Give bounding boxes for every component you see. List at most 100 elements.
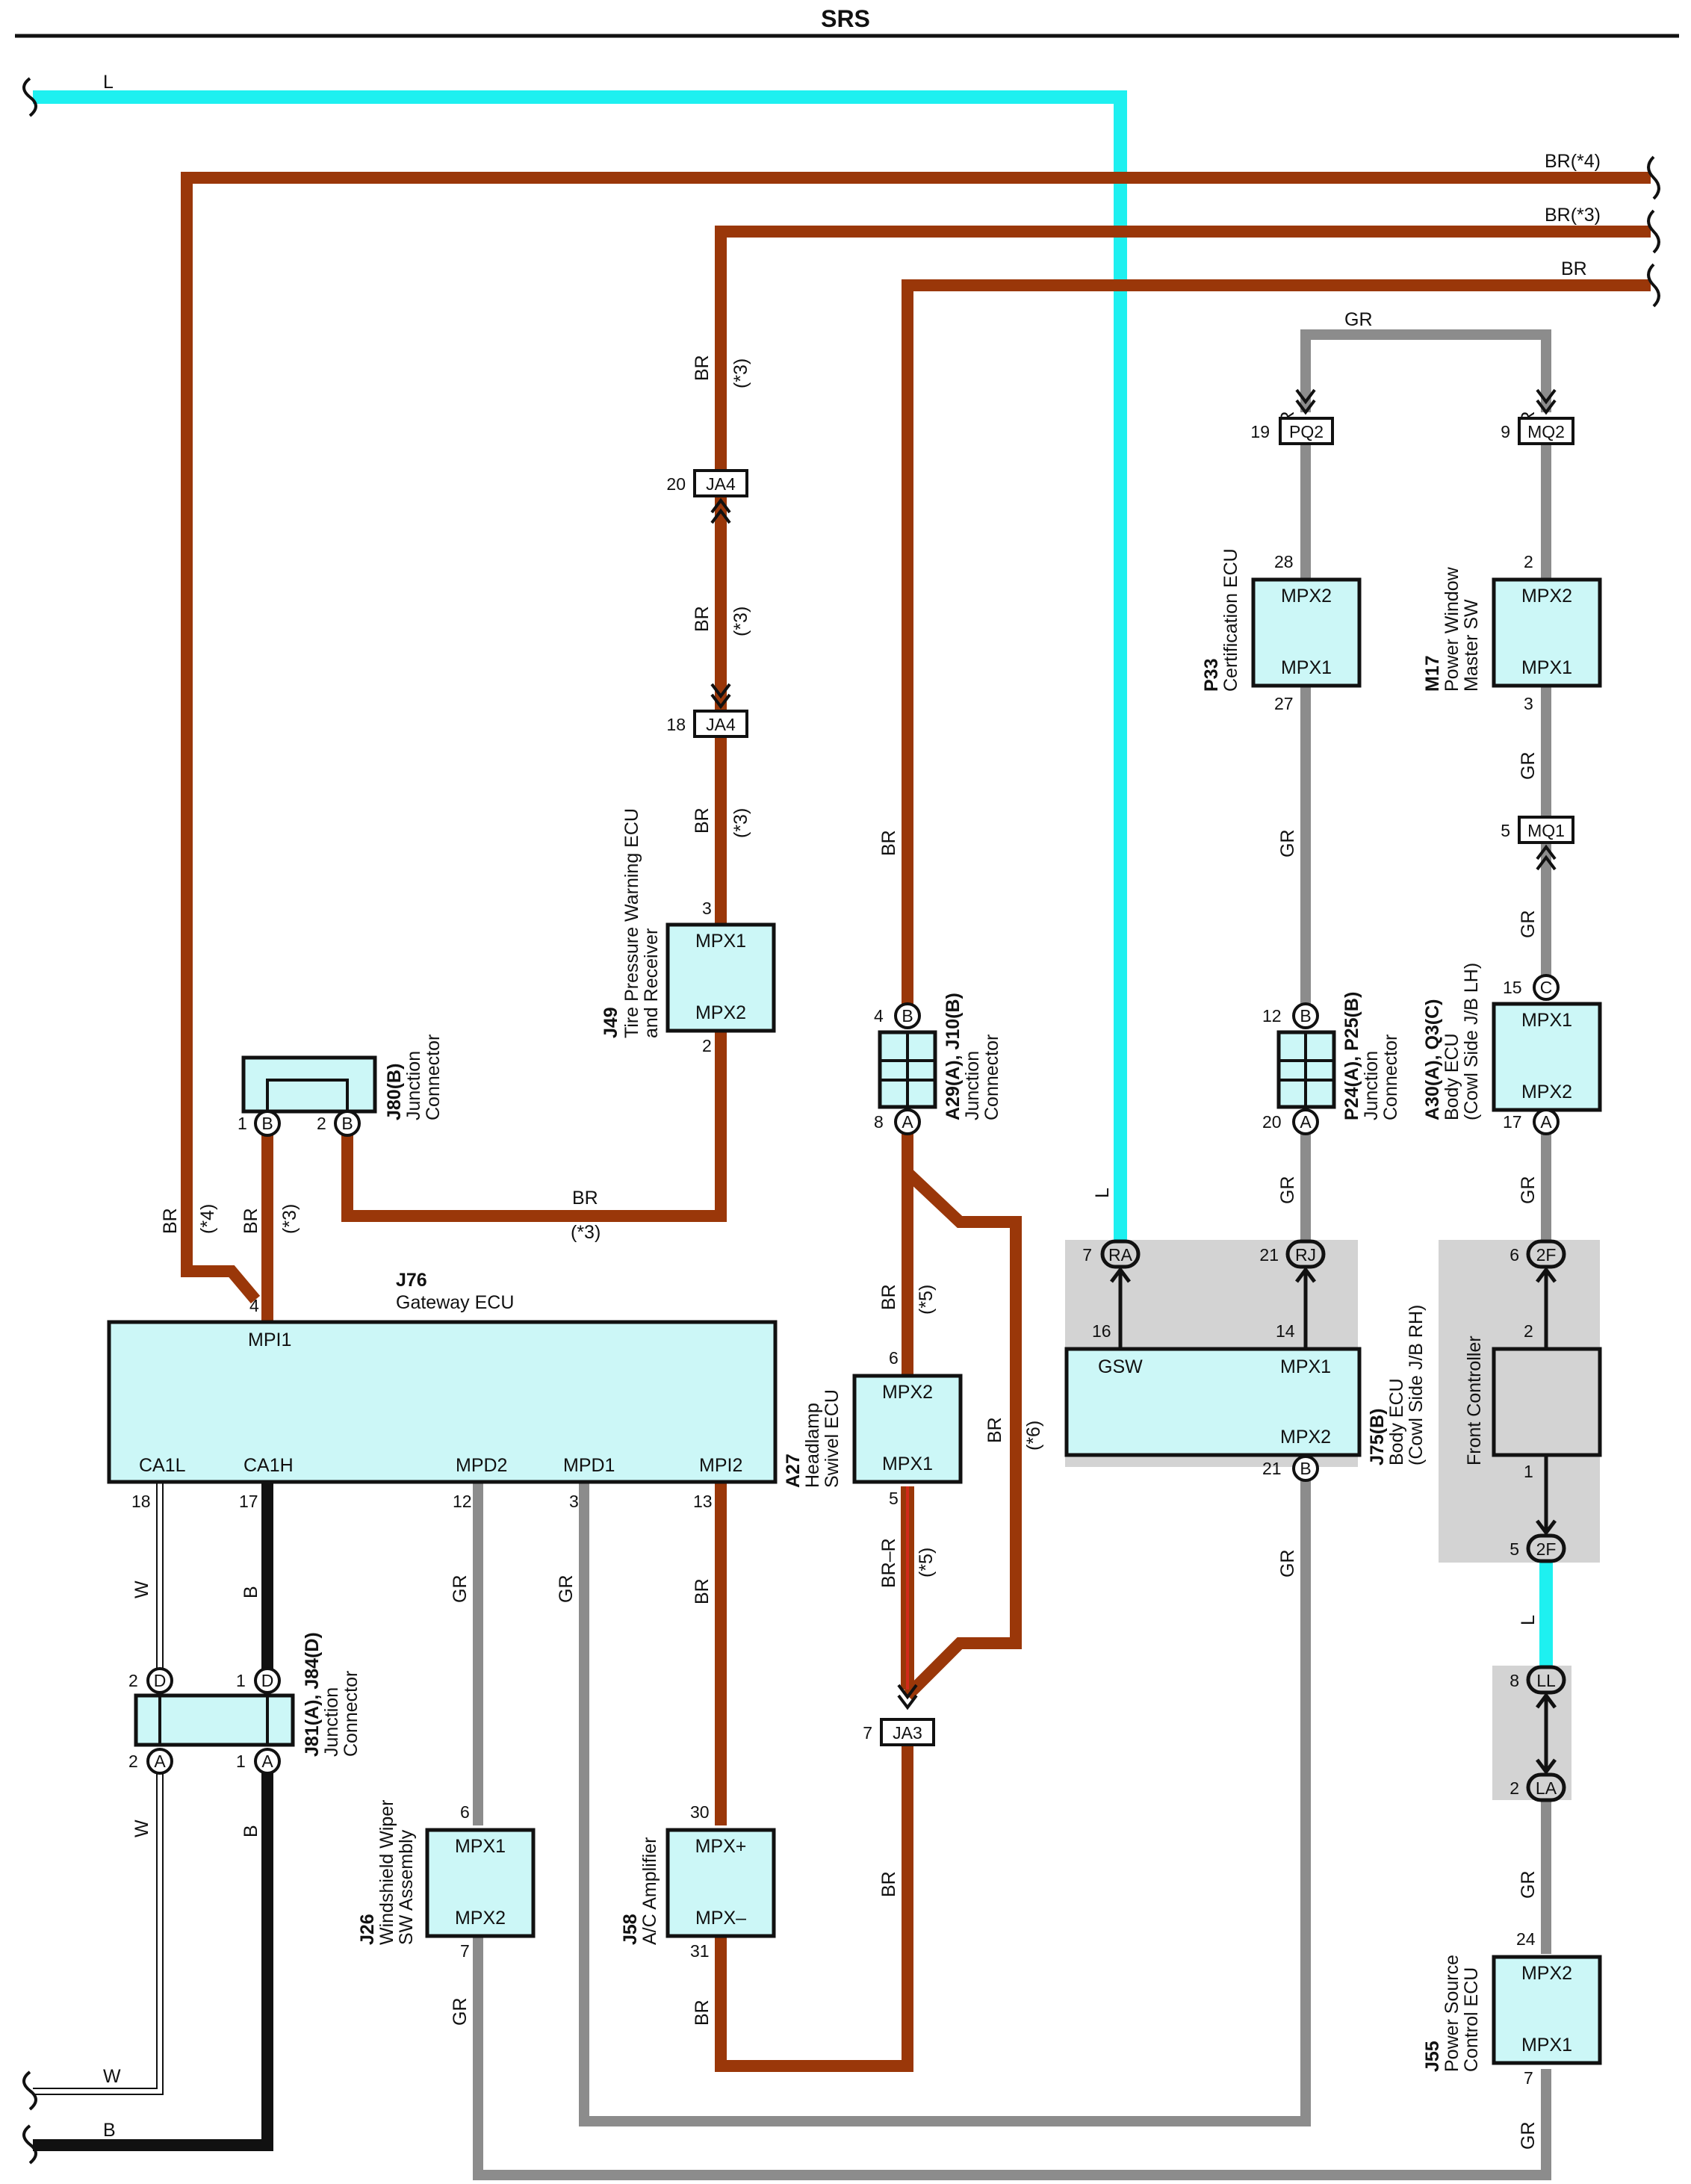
pin-15-a30: 15 xyxy=(1503,978,1522,997)
break-br-right xyxy=(1647,263,1660,308)
ac-amp-name: A/C Amplifier xyxy=(639,1837,660,1945)
connector-mq2: MQ2 9 xyxy=(1501,388,1574,445)
pin-7-j26: 7 xyxy=(460,1941,470,1961)
connector-ll-label: LL xyxy=(1536,1671,1556,1690)
j81-d-right: D xyxy=(261,1671,274,1690)
pin-7-ja3: 7 xyxy=(863,1723,872,1743)
label-br-v1: BR xyxy=(692,355,713,381)
wiper-sw-id: J26 xyxy=(357,1914,378,1945)
body-ecu-lh-mpx1: MPX1 xyxy=(1521,1010,1572,1031)
pin-17-ca1h: 17 xyxy=(239,1492,258,1511)
pin-7-ra: 7 xyxy=(1082,1245,1092,1265)
pin-12-p24: 12 xyxy=(1262,1006,1282,1026)
pin-2-j80: 2 xyxy=(317,1114,326,1133)
body-ecu-rh-name2: (Cowl Side J/B RH) xyxy=(1406,1305,1427,1465)
junction-connector-j81: D D 2 1 A A 2 1 J81(A), J84(D) Junction … xyxy=(128,1632,362,1775)
label-br3: BR(*3) xyxy=(1545,205,1601,226)
body-ecu-rh-gsw: GSW xyxy=(1098,1356,1143,1377)
label-w-v2: W xyxy=(131,1820,152,1837)
certification-ecu-name: Certification ECU xyxy=(1220,548,1241,692)
power-window-master-sw: MPX2 MPX1 2 3 M17 Power Window Master SW xyxy=(1422,552,1602,713)
wire-l-top xyxy=(33,90,1127,1240)
pin-2-la: 2 xyxy=(1510,1778,1519,1798)
label-gr-v7: GR xyxy=(1518,1176,1539,1205)
label-br-v7: BR xyxy=(878,1284,899,1310)
certification-ecu-mpx1: MPX1 xyxy=(1281,657,1332,678)
label-n3-v1: (*3) xyxy=(730,359,751,388)
ac-amp-mpxm: MPX– xyxy=(695,1908,746,1929)
fc-up-arrow xyxy=(1536,1266,1557,1347)
body-ecu-rh-name1: Body ECU xyxy=(1386,1378,1407,1465)
label-br-v2: BR xyxy=(692,606,713,632)
body-ecu-lh-id: A30(A), Q3(C) xyxy=(1422,999,1443,1120)
power-source-id: J55 xyxy=(1422,2041,1443,2072)
label-gr-v5: GR xyxy=(1518,752,1539,781)
pin-30-j58: 30 xyxy=(690,1802,710,1822)
j81-id: J81(A), J84(D) xyxy=(302,1632,323,1757)
gateway-ecu: J76 Gateway ECU MPI1 CA1L CA1H MPD2 MPD1… xyxy=(107,1270,778,1511)
pin-21-j75: 21 xyxy=(1262,1459,1282,1478)
headlamp-swivel-mpx1: MPX1 xyxy=(882,1454,933,1474)
label-gr-v9: GR xyxy=(1518,2122,1539,2150)
connector-ra: RA 7 xyxy=(1082,1239,1141,1269)
headlamp-swivel-id: A27 xyxy=(783,1454,804,1488)
wire-br4 xyxy=(181,172,1651,1304)
power-window-mpx2: MPX2 xyxy=(1521,586,1572,607)
j80-name1: Junction xyxy=(403,1051,424,1120)
label-gr-top: GR xyxy=(1344,309,1373,330)
gateway-ecu-name: Gateway ECU xyxy=(396,1292,514,1313)
pin-17-a30: 17 xyxy=(1503,1112,1522,1132)
pin-31-j58: 31 xyxy=(690,1941,710,1961)
junction-connector-a29: B 4 A 8 A29(A), J10(B) Junction Connecto… xyxy=(874,993,1002,1135)
connector-mq1: MQ1 5 xyxy=(1501,816,1574,871)
power-window-name2: Master SW xyxy=(1461,599,1482,692)
pin-1-j81: 1 xyxy=(236,1752,246,1771)
gateway-ecu-ca1h: CA1H xyxy=(243,1455,294,1476)
label-n5-v1: (*5) xyxy=(916,1285,937,1315)
power-window-id: M17 xyxy=(1422,655,1443,692)
pin-2-j49: 2 xyxy=(702,1036,712,1055)
body-ecu-rh: GSW MPX1 MPX2 16 14 B 21 J75(B) Body ECU… xyxy=(1064,1305,1427,1482)
front-controller: Front Controller 2 1 xyxy=(1464,1321,1602,1481)
wiper-sw-mpx2: MPX2 xyxy=(455,1908,506,1929)
label-br-v10: BR xyxy=(692,1578,713,1604)
pin-16-j75: 16 xyxy=(1092,1321,1111,1341)
wire-breaks xyxy=(22,77,1660,2165)
j80-pin2-letter: B xyxy=(341,1114,353,1133)
label-gr-v3: GR xyxy=(1277,1176,1298,1205)
body-ecu-lh-name1: Body ECU xyxy=(1442,1033,1462,1120)
pin-24-j55: 24 xyxy=(1516,1929,1536,1949)
gateway-ecu-mpd1: MPD1 xyxy=(563,1455,615,1476)
label-b-bottom: B xyxy=(103,2120,116,2141)
label-gr-v8: GR xyxy=(1518,1871,1539,1899)
break-l-left xyxy=(22,77,37,117)
pin-20-p24: 20 xyxy=(1262,1112,1282,1132)
wire-gr-top xyxy=(1300,329,1551,412)
pin-8-a29: 8 xyxy=(874,1112,884,1132)
wire-br-ja3-j58 xyxy=(715,1746,913,2072)
pin-2-fc: 2 xyxy=(1524,1321,1533,1341)
tire-pressure-ecu-mpx1: MPX1 xyxy=(695,931,746,952)
connector-pq2-label: PQ2 xyxy=(1289,422,1324,441)
headlamp-swivel-ecu: MPX2 MPX1 6 5 A27 Headlamp Swivel ECU xyxy=(783,1348,963,1508)
body-ecu-lh: C 15 MPX1 MPX2 A 17 A30(A), Q3(C) Body E… xyxy=(1422,963,1602,1135)
pin-5-mq1: 5 xyxy=(1501,821,1510,840)
fc-down-arrow xyxy=(1536,1455,1557,1536)
connector-mq1-label: MQ1 xyxy=(1527,821,1565,840)
front-controller-name: Front Controller xyxy=(1464,1335,1485,1465)
connector-pq2: PQ2 19 xyxy=(1250,388,1334,445)
body-ecu-lh-bottom-letter: A xyxy=(1540,1112,1552,1132)
connector-ja4-upper-label: JA4 xyxy=(706,474,736,494)
label-br-v9: BR xyxy=(878,1871,899,1897)
pin-1-j84: 1 xyxy=(236,1671,246,1690)
connector-rj-label: RJ xyxy=(1295,1245,1316,1265)
a29-name2: Connector xyxy=(981,1034,1002,1120)
pin-18-ca1l: 18 xyxy=(131,1492,151,1511)
a29-id: A29(A), J10(B) xyxy=(943,993,964,1120)
pin-2-j84: 2 xyxy=(128,1671,138,1690)
body-ecu-rh-mpx1: MPX1 xyxy=(1280,1356,1331,1377)
pin-2-m17: 2 xyxy=(1524,552,1533,571)
ac-amp-id: J58 xyxy=(620,1914,641,1945)
tire-pressure-ecu-name2: and Receiver xyxy=(641,928,662,1038)
pin-4-a29: 4 xyxy=(874,1006,884,1026)
